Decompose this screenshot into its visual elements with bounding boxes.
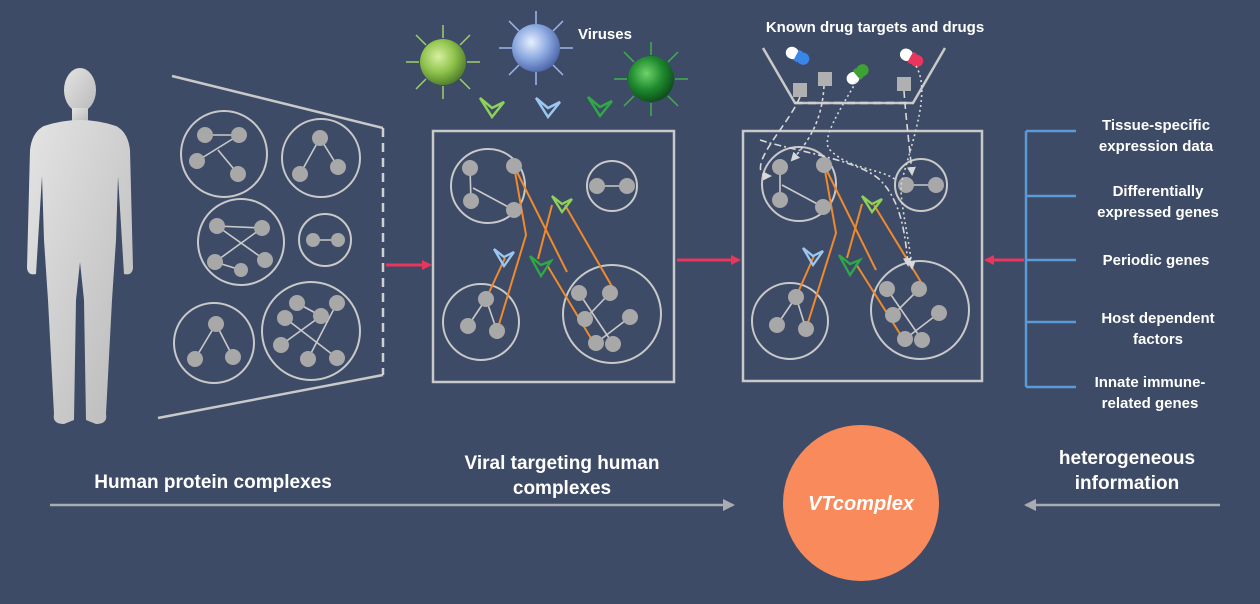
protein-complex (298, 213, 352, 267)
human-protein-complexes-label: Human protein complexes (94, 472, 332, 493)
viral-protein-chevron-icon (837, 254, 864, 278)
viral-protein-chevron-icon (478, 97, 505, 120)
known-drugs-label: Known drug targets and drugs (766, 19, 984, 36)
protein-complex (180, 110, 268, 198)
info-item-line2: expressed genes (1097, 204, 1219, 221)
viral-targeting-label-line1: Viral targeting human (465, 453, 660, 474)
viral-targeting-panel (431, 129, 676, 384)
info-item-line2: factors (1133, 331, 1183, 348)
drug-target (897, 77, 911, 91)
heterogeneous-label-line1: heterogeneous (1059, 448, 1195, 469)
viral-targeting-label-line2: complexes (513, 478, 611, 499)
viruses-label: Viruses (578, 26, 632, 43)
vtcomplex-label: VTcomplex (808, 493, 915, 515)
info-bracket (1024, 129, 1076, 389)
info-item-line2: related genes (1102, 395, 1199, 412)
capsule-icon (899, 48, 924, 67)
drug-targets-funnel (761, 46, 947, 105)
capsule-icon (846, 64, 869, 85)
drug-target (793, 83, 807, 97)
human-silhouette-icon (27, 68, 133, 424)
drug-target (818, 72, 832, 86)
info-list: Tissue-specific expression data Differen… (1095, 117, 1219, 412)
viral-protein-chevron-icon (534, 97, 561, 120)
viral-protein-chevron-icon (551, 195, 573, 215)
capsule-icon (785, 46, 810, 65)
protein-complex (261, 281, 361, 381)
info-item-line1: Host dependent (1101, 310, 1214, 327)
viral-protein-chevron-icon (802, 247, 824, 268)
virus-icon (614, 42, 688, 116)
info-item-line1: Tissue-specific (1102, 117, 1210, 134)
viral-protein-chevron-icon (528, 255, 555, 279)
protein-complex (173, 302, 255, 384)
virus-icon (499, 11, 573, 85)
info-item-line1: Differentially (1113, 183, 1205, 200)
human-complexes-panel (157, 74, 385, 420)
drug-target-links (759, 65, 923, 270)
vtcomplex-panel (741, 65, 984, 383)
heterogeneous-label-line2: information (1075, 473, 1180, 494)
info-item-line1: Periodic genes (1103, 252, 1210, 269)
protein-complex (281, 118, 361, 198)
info-item-line2: expression data (1099, 138, 1214, 155)
info-item-line1: Innate immune- (1095, 374, 1206, 391)
viral-protein-chevron-icon (586, 96, 613, 119)
protein-complex (197, 198, 285, 286)
vtcomplex-circle (783, 425, 939, 581)
virus-icon (406, 25, 480, 99)
viral-protein-chevron-icon (493, 248, 515, 269)
viral-protein-chevron-icon (861, 195, 883, 215)
